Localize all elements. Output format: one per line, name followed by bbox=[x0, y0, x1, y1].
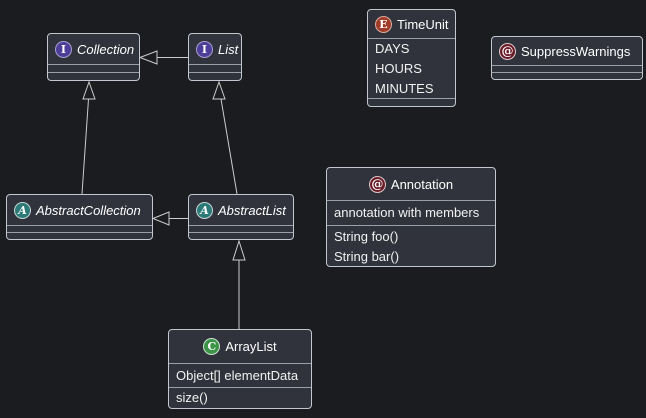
interface-icon: I bbox=[196, 40, 213, 58]
method: String bar() bbox=[334, 249, 400, 264]
note-text: annotation with members bbox=[334, 205, 480, 220]
methods-compartment bbox=[189, 72, 241, 80]
class-icon: C bbox=[203, 338, 221, 355]
methods-compartment bbox=[368, 98, 455, 106]
class-name: Annotation bbox=[390, 176, 454, 192]
fields-compartment bbox=[48, 64, 139, 72]
class-box-collection: I Collection bbox=[47, 33, 140, 81]
class-box-arraylist: C ArrayList Object[] elementData size() bbox=[168, 329, 312, 409]
methods-compartment: size() bbox=[169, 387, 311, 408]
class-header: I Collection bbox=[48, 34, 139, 64]
class-header: C ArrayList bbox=[169, 330, 311, 363]
class-name: ArrayList bbox=[225, 339, 277, 354]
abstract-class-icon: A bbox=[196, 201, 213, 219]
edge-abstractcollection-extends-collection bbox=[81, 80, 96, 195]
method: String foo() bbox=[334, 229, 399, 244]
method: size() bbox=[176, 390, 208, 405]
field: Object[] elementData bbox=[176, 368, 299, 383]
annotation-icon: @ bbox=[368, 175, 386, 193]
note-compartment: annotation with members bbox=[327, 200, 495, 225]
fields-compartment bbox=[189, 64, 241, 72]
class-name: AbstractList bbox=[218, 202, 286, 218]
fields-compartment bbox=[7, 225, 152, 232]
edge-abstractlist-extends-list bbox=[212, 80, 238, 195]
class-box-abstractcollection: A AbstractCollection bbox=[6, 194, 153, 240]
class-header: I List bbox=[189, 34, 241, 64]
methods-compartment bbox=[48, 72, 139, 80]
edge-abstractlist-extends-abstractcollection bbox=[151, 211, 188, 226]
class-box-suppresswarnings: @ SuppressWarnings bbox=[491, 36, 643, 80]
abstract-class-icon: A bbox=[14, 201, 31, 219]
edge-list-extends-collection bbox=[138, 50, 188, 65]
enum-value: DAYS bbox=[375, 41, 410, 56]
methods-compartment bbox=[492, 72, 642, 79]
class-name: SuppressWarnings bbox=[521, 43, 631, 59]
methods-compartment: String foo() String bar() bbox=[327, 225, 495, 266]
class-box-annotation: @ Annotation annotation with members Str… bbox=[326, 167, 496, 267]
class-header: A AbstractCollection bbox=[7, 195, 152, 225]
class-name: AbstractCollection bbox=[36, 202, 141, 218]
enum-values-compartment: DAYS HOURS MINUTES bbox=[368, 38, 455, 98]
class-box-timeunit: E TimeUnit DAYS HOURS MINUTES bbox=[367, 9, 456, 107]
methods-compartment bbox=[189, 232, 293, 239]
edge-arraylist-extends-abstractlist bbox=[232, 239, 246, 329]
enum-icon: E bbox=[375, 15, 392, 33]
class-name: Collection bbox=[77, 41, 135, 57]
fields-compartment bbox=[189, 225, 293, 232]
class-header: @ SuppressWarnings bbox=[492, 37, 642, 65]
annotation-icon: @ bbox=[499, 42, 516, 60]
methods-compartment bbox=[7, 232, 152, 239]
class-header: @ Annotation bbox=[327, 168, 495, 200]
class-header: E TimeUnit bbox=[368, 10, 455, 38]
class-box-list: I List bbox=[188, 33, 242, 81]
class-box-abstractlist: A AbstractList bbox=[188, 194, 294, 240]
class-header: A AbstractList bbox=[189, 195, 293, 225]
class-name: List bbox=[218, 41, 239, 57]
enum-value: HOURS bbox=[375, 61, 422, 76]
enum-value: MINUTES bbox=[375, 81, 434, 96]
interface-icon: I bbox=[55, 40, 72, 58]
fields-compartment: Object[] elementData bbox=[169, 363, 311, 387]
fields-compartment bbox=[492, 65, 642, 72]
class-name: TimeUnit bbox=[397, 16, 449, 32]
